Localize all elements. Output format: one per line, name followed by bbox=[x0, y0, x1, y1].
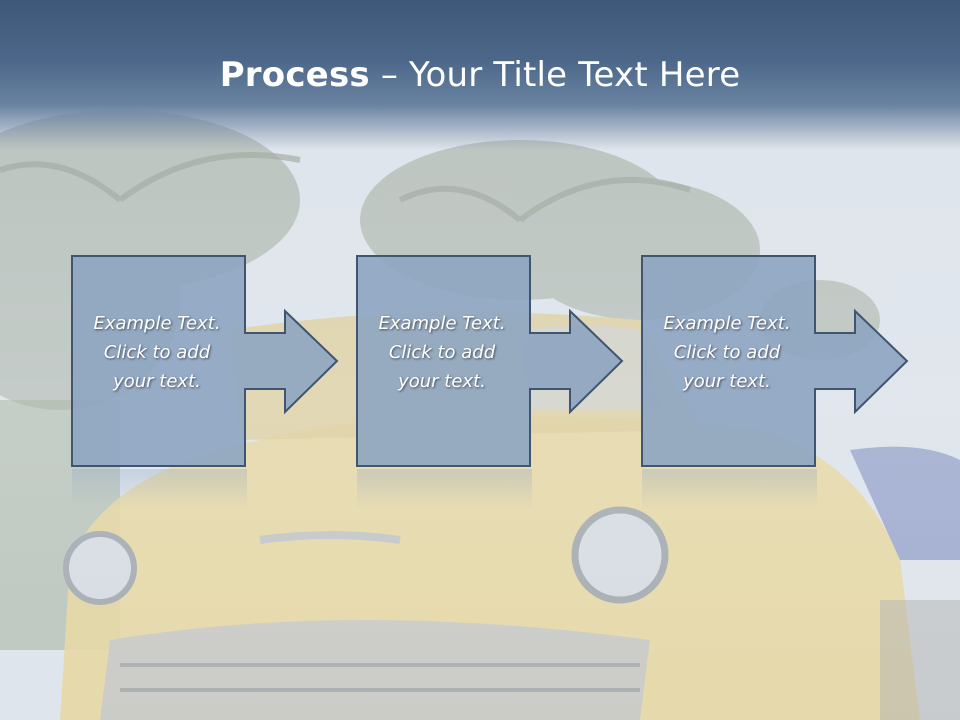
step-reflection bbox=[72, 469, 247, 509]
arrow-callout-shape bbox=[641, 255, 909, 467]
step-text-line: your text. bbox=[113, 371, 201, 392]
step-text-line: your text. bbox=[398, 371, 486, 392]
step-text-line: Click to add bbox=[388, 342, 496, 363]
slide-title[interactable]: Process – Your Title Text Here bbox=[0, 55, 960, 95]
process-step-1[interactable]: Example Text. Click to add your text. bbox=[71, 255, 411, 469]
process-step-3[interactable]: Example Text. Click to add your text. bbox=[641, 255, 960, 469]
step-text-line: Example Text. bbox=[378, 313, 506, 334]
step-text: Example Text. Click to add your text. bbox=[358, 309, 526, 396]
arrow-callout-shape bbox=[71, 255, 339, 467]
step-text-line: your text. bbox=[683, 371, 771, 392]
step-text-line: Example Text. bbox=[93, 313, 221, 334]
step-text: Example Text. Click to add your text. bbox=[73, 309, 241, 396]
step-text-line: Click to add bbox=[673, 342, 781, 363]
arrow-callout-shape bbox=[356, 255, 624, 467]
process-step-2[interactable]: Example Text. Click to add your text. bbox=[356, 255, 696, 469]
title-rest: – Your Title Text Here bbox=[369, 55, 741, 95]
step-text-line: Click to add bbox=[103, 342, 211, 363]
step-reflection bbox=[642, 469, 817, 509]
step-text: Example Text. Click to add your text. bbox=[643, 309, 811, 396]
step-reflection bbox=[357, 469, 532, 509]
title-bar bbox=[0, 0, 960, 150]
title-bold: Process bbox=[219, 55, 370, 95]
step-text-line: Example Text. bbox=[663, 313, 791, 334]
